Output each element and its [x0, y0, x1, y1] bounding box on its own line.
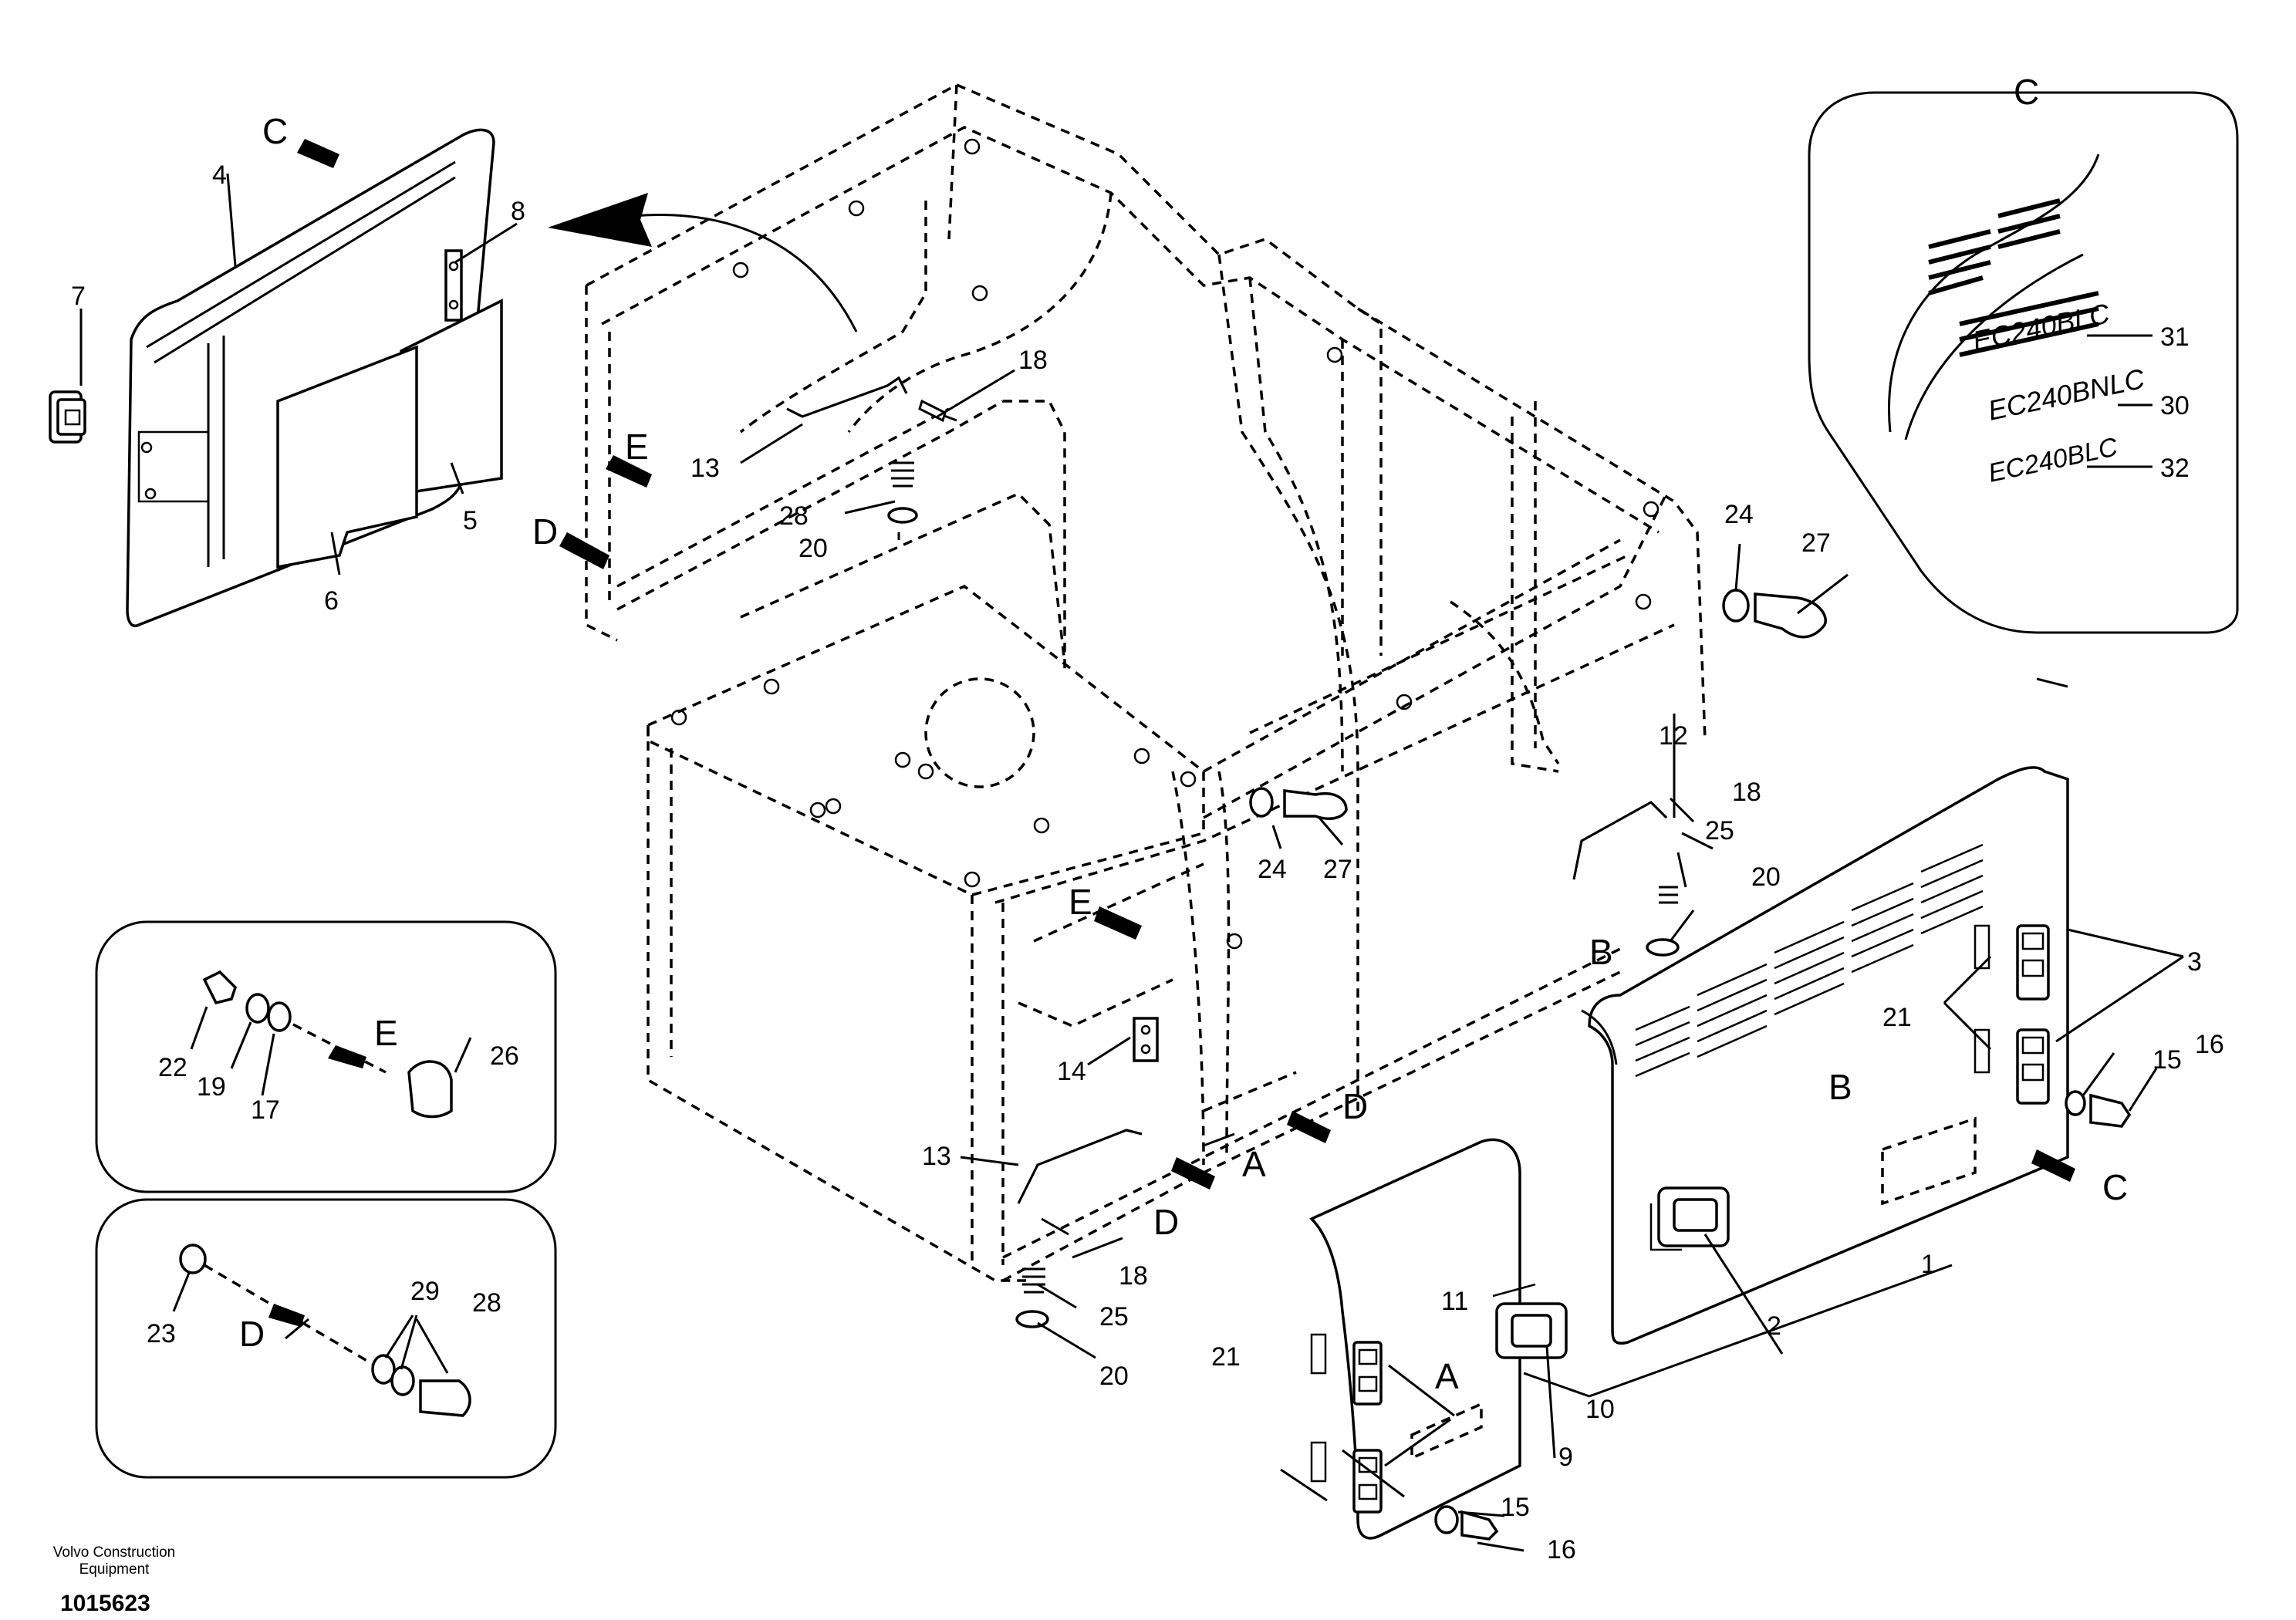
bracket-14 [1133, 1017, 1159, 1062]
callout-25-right: 25 [1705, 816, 1734, 845]
callout-10: 10 [1585, 1395, 1615, 1424]
callout-13-lower: 13 [922, 1142, 951, 1171]
door-hinges-11 [1310, 1333, 1383, 1514]
callout-25-lower: 25 [1099, 1302, 1129, 1331]
insulation-sheet [276, 345, 418, 569]
lower-handle [1015, 1129, 1143, 1328]
upper-spring [887, 461, 918, 524]
callout-32: 32 [2160, 454, 2190, 483]
leader-lines [79, 173, 2184, 1552]
decal-stripes [1928, 198, 2099, 357]
footer: Volvo Construction Equipment 1015623 [53, 1544, 175, 1616]
callout-21-door: 21 [1211, 1342, 1241, 1372]
panel-latch [1649, 1186, 1730, 1251]
view-label-e-center: E [1069, 882, 1092, 922]
callout-16-right: 16 [2195, 1030, 2224, 1059]
callout-3: 3 [2187, 947, 2202, 977]
callout-5: 5 [463, 506, 478, 535]
callout-18-right: 18 [1732, 778, 1761, 807]
drawing-number: 1015623 [60, 1591, 150, 1616]
direction-arrow [548, 193, 858, 332]
callout-24-center: 24 [1258, 855, 1287, 884]
callout-20-lower: 20 [1099, 1362, 1129, 1391]
callout-24-right: 24 [1724, 500, 1754, 529]
callout-20-upper: 20 [799, 534, 828, 563]
callout-13-upper: 13 [690, 454, 720, 483]
decal-30-text: EC240BNLC [1985, 363, 2148, 427]
view-label-d-right: D [1342, 1086, 1368, 1126]
company-name-line1: Volvo Construction [53, 1544, 175, 1561]
callout-31: 31 [2160, 322, 2190, 352]
door-latch-10 [1492, 1283, 1568, 1359]
view-labels: C C C B B A A D D D D E E E [239, 72, 2128, 1396]
view-label-d-front: D [1153, 1202, 1179, 1242]
view-label-e-inset: E [374, 1013, 398, 1053]
company-name-line2: Equipment [79, 1561, 150, 1578]
callout-30: 30 [2160, 391, 2190, 420]
callout-29: 29 [410, 1277, 440, 1306]
callout-9: 9 [1558, 1443, 1573, 1472]
callout-2: 2 [1767, 1311, 1781, 1341]
pin-right [1722, 589, 1827, 639]
decal-inset: EC240BLC EC240BNLC EC240BLC [1808, 91, 2239, 634]
callout-12: 12 [1659, 721, 1688, 751]
callout-26: 26 [490, 1041, 519, 1071]
view-label-e-left: E [625, 427, 649, 467]
view-label-b-latch: B [1828, 1067, 1852, 1107]
decal-32-text: EC240BLC [1986, 432, 2121, 488]
louver-slots [1635, 843, 1984, 1078]
frame-bolts [670, 138, 1660, 950]
callout-7: 7 [71, 282, 86, 311]
view-label-c-inset: C [2014, 72, 2039, 112]
upper-handle [786, 376, 957, 423]
callout-4: 4 [212, 160, 227, 190]
callout-28-inset: 28 [472, 1288, 501, 1318]
view-label-b-handle: B [1589, 932, 1613, 972]
frame-outline [585, 83, 1707, 1282]
panel-hinges [1974, 924, 2050, 1105]
callout-18-upper: 18 [1018, 346, 1048, 375]
callout-15-right: 15 [2152, 1045, 2182, 1075]
callout-20-right: 20 [1751, 862, 1781, 892]
callout-1: 1 [1921, 1250, 1936, 1279]
callout-14: 14 [1057, 1057, 1086, 1086]
callout-27-center: 27 [1323, 855, 1352, 884]
callout-11: 11 [1441, 1287, 1468, 1316]
callout-17: 17 [251, 1095, 280, 1125]
callout-6: 6 [324, 586, 339, 616]
inset-e [95, 920, 557, 1193]
view-label-d-inset: D [239, 1314, 265, 1354]
right-handle [1572, 801, 1714, 957]
solid-arrows [297, 139, 2075, 1190]
inset-d [95, 1198, 557, 1479]
side-door-9 [1308, 1138, 1568, 1541]
callout-15-door: 15 [1501, 1493, 1530, 1522]
callout-27-right: 27 [1801, 528, 1831, 558]
view-label-a-door: A [1435, 1356, 1459, 1396]
view-label-d-left: D [532, 511, 558, 552]
door-latch [49, 390, 86, 444]
view-label-c-top: C [262, 111, 288, 151]
view-label-a-front: A [1242, 1144, 1266, 1184]
pin-center [1249, 787, 1348, 820]
part-callouts: 1 2 3 4 5 6 7 8 9 10 11 12 13 13 14 15 1… [71, 160, 2224, 1564]
callout-22: 22 [158, 1053, 187, 1082]
callout-18-lower: 18 [1119, 1261, 1148, 1291]
callout-21-right: 21 [1882, 1003, 1912, 1032]
view-label-c-right: C [2102, 1167, 2128, 1207]
callout-19: 19 [197, 1072, 226, 1102]
callout-23: 23 [147, 1319, 176, 1348]
callout-8: 8 [511, 197, 525, 226]
rear-panel [1581, 766, 2132, 1345]
side-door-assembly [49, 128, 503, 627]
callout-16-door: 16 [1547, 1535, 1576, 1564]
callout-28-upper: 28 [779, 501, 809, 531]
